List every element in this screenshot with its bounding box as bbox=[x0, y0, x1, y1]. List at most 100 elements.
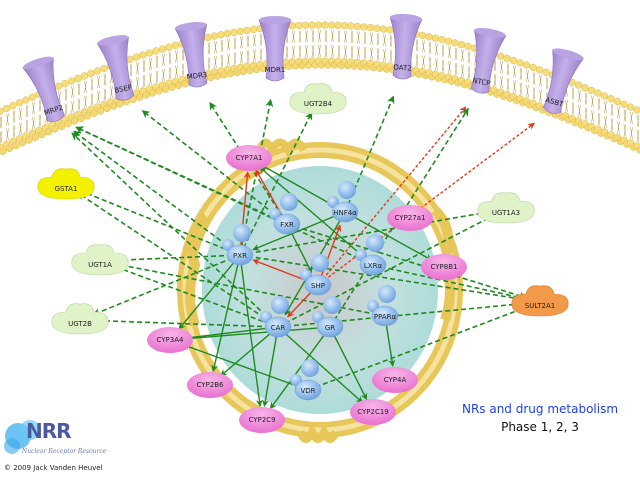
receptor-subunit bbox=[323, 296, 341, 314]
enzyme-cyp4a[interactable]: CYP4A bbox=[372, 367, 418, 393]
enzyme-label: SULT2A1 bbox=[525, 302, 555, 310]
enzyme-cyp3a4[interactable]: CYP3A4 bbox=[147, 327, 193, 353]
edge-pxr-to-ugt2b bbox=[92, 257, 233, 316]
enzyme-label: UGT2B4 bbox=[304, 100, 333, 108]
receptor-ppara[interactable]: PPARα bbox=[367, 285, 399, 327]
receptor-vdr[interactable]: VDR bbox=[290, 359, 322, 401]
receptor-hnf4a[interactable]: HNF4α bbox=[327, 181, 359, 223]
edge-pxr-to-cyp3a4 bbox=[178, 260, 236, 330]
edge-gr-to-ntcp bbox=[333, 107, 469, 321]
enzyme-ugt2b4[interactable]: UGT2B4 bbox=[289, 83, 347, 115]
enzyme-cyp2b6[interactable]: CYP2B6 bbox=[187, 372, 233, 398]
receptor-label: PXR bbox=[233, 252, 247, 260]
edge-vdr-to-cyp3a4 bbox=[182, 343, 301, 388]
transporter-label: MDR1 bbox=[265, 66, 286, 74]
transporter-label: BSEP bbox=[114, 83, 133, 95]
receptor-subunit bbox=[378, 285, 396, 303]
edge-shp-to-pxr bbox=[252, 259, 311, 283]
enzyme-cyp27a1[interactable]: CYP27a1 bbox=[387, 205, 433, 231]
transporter-top bbox=[97, 35, 129, 46]
enzyme-label: CYP3A4 bbox=[157, 336, 185, 344]
receptor-subunit bbox=[366, 234, 384, 252]
logo-subtitle: Nuclear Receptor Resource bbox=[22, 448, 107, 455]
enzyme-cyp2c9[interactable]: CYP2C9 bbox=[239, 407, 285, 433]
transporter-oat2[interactable]: OAT2 bbox=[386, 13, 423, 80]
enzyme-label: CYP8B1 bbox=[431, 263, 458, 271]
receptor-body bbox=[226, 244, 254, 266]
edge-pxr-to-ugt1a bbox=[113, 254, 233, 265]
enzyme-label: CYP4A bbox=[384, 376, 407, 384]
receptor-body bbox=[371, 305, 399, 327]
enzyme-label: UGT1A bbox=[88, 261, 112, 269]
diagram-subtitle: Phase 1, 2, 3 bbox=[501, 420, 579, 434]
edge-pxr-to-cyp2c9 bbox=[240, 262, 263, 407]
nrr-logo bbox=[2, 418, 117, 460]
enzyme-label: UGT2B bbox=[68, 320, 92, 328]
receptor-pxr[interactable]: PXR bbox=[222, 224, 254, 266]
edge-shp-to-car bbox=[287, 290, 313, 318]
logo-text: NRR bbox=[26, 419, 72, 443]
transporter-mdr3[interactable]: MDR3 bbox=[174, 21, 215, 89]
transporter-ntcp[interactable]: NTCP bbox=[464, 26, 507, 96]
enzyme-shape bbox=[350, 399, 396, 425]
enzyme-cyp8b1[interactable]: CYP8B1 bbox=[421, 254, 467, 280]
edge-shp-to-ntcp bbox=[322, 106, 467, 280]
edge-ppara-to-cyp4a bbox=[385, 323, 396, 367]
edge-pxr-to-gsta1 bbox=[78, 189, 233, 253]
receptor-fxr[interactable]: FXR bbox=[269, 193, 301, 235]
receptor-body bbox=[331, 201, 359, 223]
receptor-subunit bbox=[301, 359, 319, 377]
transporter-mrp2[interactable]: MRP2 bbox=[22, 54, 73, 126]
receptor-label: SHP bbox=[311, 282, 325, 290]
transporter-asbt[interactable]: ASBT bbox=[536, 46, 585, 117]
receptor-body bbox=[359, 254, 387, 276]
edge-gr-to-cyp2c19 bbox=[332, 333, 368, 401]
edge-gr-to-cyp3a4 bbox=[183, 326, 323, 342]
receptor-label: HNF4α bbox=[333, 209, 357, 217]
edge-lxra-to-sult2a1 bbox=[380, 265, 528, 302]
enzyme-cyp7a1[interactable]: CYP7A1 bbox=[226, 145, 272, 171]
edge-car-to-cyp2c19 bbox=[283, 331, 364, 404]
receptor-body bbox=[294, 379, 322, 401]
enzyme-label: CYP27a1 bbox=[395, 214, 426, 222]
receptor-car[interactable]: CAR bbox=[260, 296, 292, 338]
receptor-lxra[interactable]: LXRα bbox=[355, 234, 387, 276]
enzyme-ugt1a3[interactable]: UGT1A3 bbox=[477, 192, 535, 224]
enzyme-gsta1[interactable]: GSTA1 bbox=[37, 168, 95, 200]
edge-hnf4a-to-cyp7a1 bbox=[260, 164, 339, 209]
transporter-top bbox=[175, 22, 207, 31]
edge-fxr-to-shp bbox=[290, 230, 313, 274]
enzyme-sult2a1[interactable]: SULT2A1 bbox=[511, 285, 569, 317]
transporter-top bbox=[259, 16, 291, 24]
enzyme-ugt1a[interactable]: UGT1A bbox=[71, 244, 129, 276]
edge-gr-to-cyp2c9 bbox=[269, 333, 326, 410]
enzyme-label: CYP7A1 bbox=[236, 154, 263, 162]
enzyme-shape bbox=[289, 83, 347, 115]
receptor-body bbox=[264, 316, 292, 338]
edge-lxra-to-mrp2 bbox=[75, 126, 367, 263]
edge-car-to-cyp2b6 bbox=[220, 331, 273, 377]
receptor-label: CAR bbox=[271, 324, 286, 332]
receptor-gr[interactable]: GR bbox=[312, 296, 344, 338]
edge-vdr-to-sult2a1 bbox=[315, 305, 528, 388]
enzyme-label: GSTA1 bbox=[55, 185, 78, 193]
enzyme-shape bbox=[37, 168, 95, 200]
edge-hnf4a-to-oat2 bbox=[347, 95, 395, 205]
edge-car-to-ugt1a3 bbox=[284, 214, 495, 325]
edge-lxra-to-cyp7a1 bbox=[259, 166, 368, 261]
transporter-label: MDR3 bbox=[186, 71, 208, 81]
enzyme-cyp2c19[interactable]: CYP2C19 bbox=[350, 399, 396, 425]
enzyme-ugt2b[interactable]: UGT2B bbox=[51, 303, 109, 335]
receptor-shp[interactable]: SHP bbox=[300, 254, 332, 296]
endoplasmic-reticulum bbox=[177, 138, 463, 443]
edge-hnf4a-to-cyp8b1 bbox=[351, 215, 433, 261]
edge-pxr-to-sult2a1 bbox=[247, 255, 527, 303]
transporter-bsep[interactable]: BSEP bbox=[96, 33, 141, 103]
edge-layer bbox=[71, 95, 535, 410]
transporter-mdr1[interactable]: MDR1 bbox=[258, 16, 292, 82]
edge-shp-to-asbt bbox=[323, 122, 535, 281]
node-layer: MRP2 BSEP MDR3 MDR1 OAT2 NTCP ASBT PXR FXR HNF4αS… bbox=[22, 13, 585, 433]
receptor-subunit bbox=[311, 254, 329, 272]
enzyme-shape bbox=[147, 327, 193, 353]
